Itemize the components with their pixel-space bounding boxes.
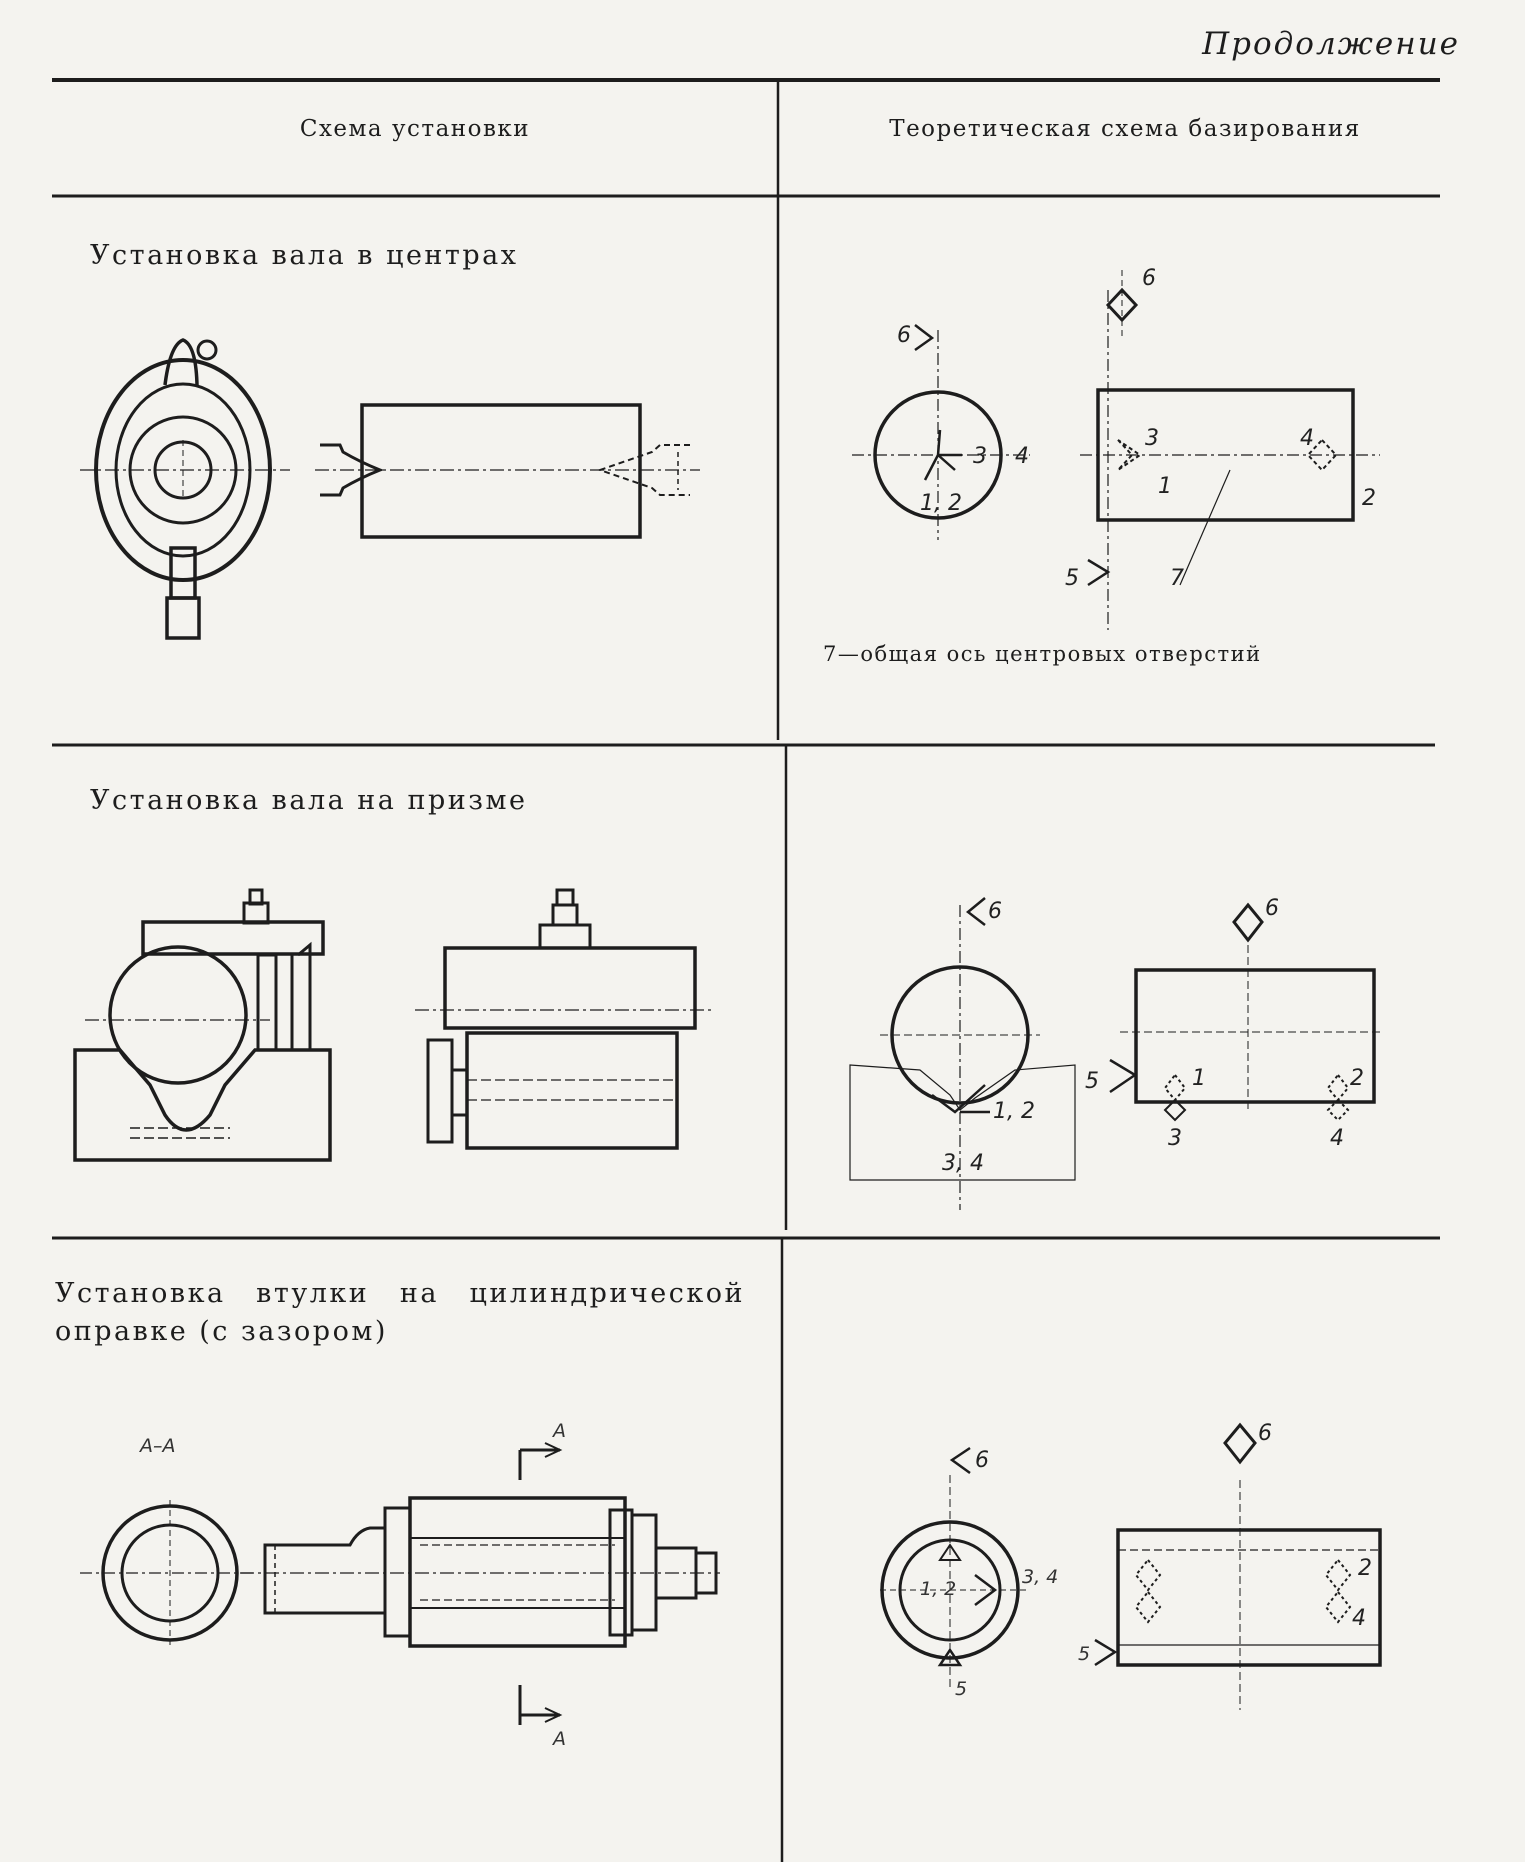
label-1-2: 1, 2	[920, 491, 962, 516]
label-5: 5	[1085, 1069, 1099, 1094]
basing-prism-end-view: 6 1, 2 3, 4	[849, 897, 1076, 1210]
row-title-mandrel-line1: Установка втулки на цилиндрической	[55, 1278, 745, 1309]
label-4: 4	[1330, 1126, 1344, 1151]
label-6: 6	[897, 323, 911, 348]
column-header-installation: Схема установки	[299, 116, 531, 142]
legend-common-axis: 7—общая ось центровых отверстий	[823, 642, 1262, 666]
label-4: 4	[1300, 426, 1314, 451]
row-title-mandrel: Установка втулки на цилиндрической оправ…	[55, 1275, 745, 1351]
drawing-centers-shaft	[315, 403, 700, 539]
drawing-mandrel-section: А–А	[80, 1435, 255, 1645]
table-frame	[52, 78, 1440, 1862]
basing-centers-end-view: 6 1, 2 3 4	[852, 323, 1030, 540]
column-header-basing: Теоретическая схема базирования	[889, 116, 1361, 142]
label-7: 7	[1170, 566, 1184, 591]
label-3: 3	[1145, 426, 1159, 451]
label-6: 6	[1265, 896, 1279, 921]
label-5: 5	[955, 1678, 967, 1700]
label-1: 1	[1192, 1066, 1206, 1091]
row-title-prism: Установка вала на призме	[90, 785, 528, 816]
label-1-2: 1, 2	[920, 1578, 956, 1600]
label-4: 4	[1015, 444, 1029, 469]
label-2: 2	[1362, 486, 1376, 511]
drawing-mandrel-side: А А	[240, 1420, 720, 1750]
label-2: 2	[1358, 1556, 1372, 1581]
section-mark-bottom: А	[551, 1728, 566, 1750]
label-4: 4	[1352, 1606, 1366, 1631]
label-6: 6	[1258, 1421, 1272, 1446]
row-title-mandrel-line2: оправке (с зазором)	[55, 1316, 388, 1347]
support-mark-diamond-6	[1232, 902, 1264, 943]
label-3-4: 3, 4	[1022, 1566, 1058, 1588]
label-3: 3	[1168, 1126, 1182, 1151]
label-5: 5	[1065, 566, 1079, 591]
section-label: А–А	[138, 1435, 176, 1457]
label-6: 6	[1142, 266, 1156, 291]
basing-mandrel-end-view: 6 1, 2 3, 4 5	[880, 1446, 1058, 1700]
drawing-prism-side	[415, 888, 715, 1150]
support-mark-6	[914, 324, 935, 352]
label-2: 2	[1350, 1066, 1364, 1091]
label-6: 6	[975, 1448, 989, 1473]
label-3: 3	[973, 444, 987, 469]
label-1-2: 1, 2	[993, 1099, 1035, 1124]
section-mark-top: А	[551, 1420, 566, 1442]
basing-centers-side-view: 3 1 4 2 5 7 6	[1065, 266, 1380, 630]
label-1: 1	[1158, 474, 1172, 499]
basing-prism-side-view: 6 5 1 2 3 4	[1085, 896, 1380, 1151]
label-6: 6	[988, 899, 1002, 924]
row-title-centers: Установка вала в центрах	[90, 240, 519, 271]
basing-mandrel-side-view: 6 2 4 5	[1078, 1421, 1382, 1710]
label-5: 5	[1078, 1643, 1090, 1665]
label-3-4: 3, 4	[942, 1151, 984, 1176]
continuation-label: Продолжение	[1202, 26, 1460, 62]
support-mark-diamond-6	[1223, 1422, 1257, 1465]
drawing-prism-clamp	[73, 888, 332, 1162]
drawing-centers-driving-dog	[80, 338, 290, 640]
